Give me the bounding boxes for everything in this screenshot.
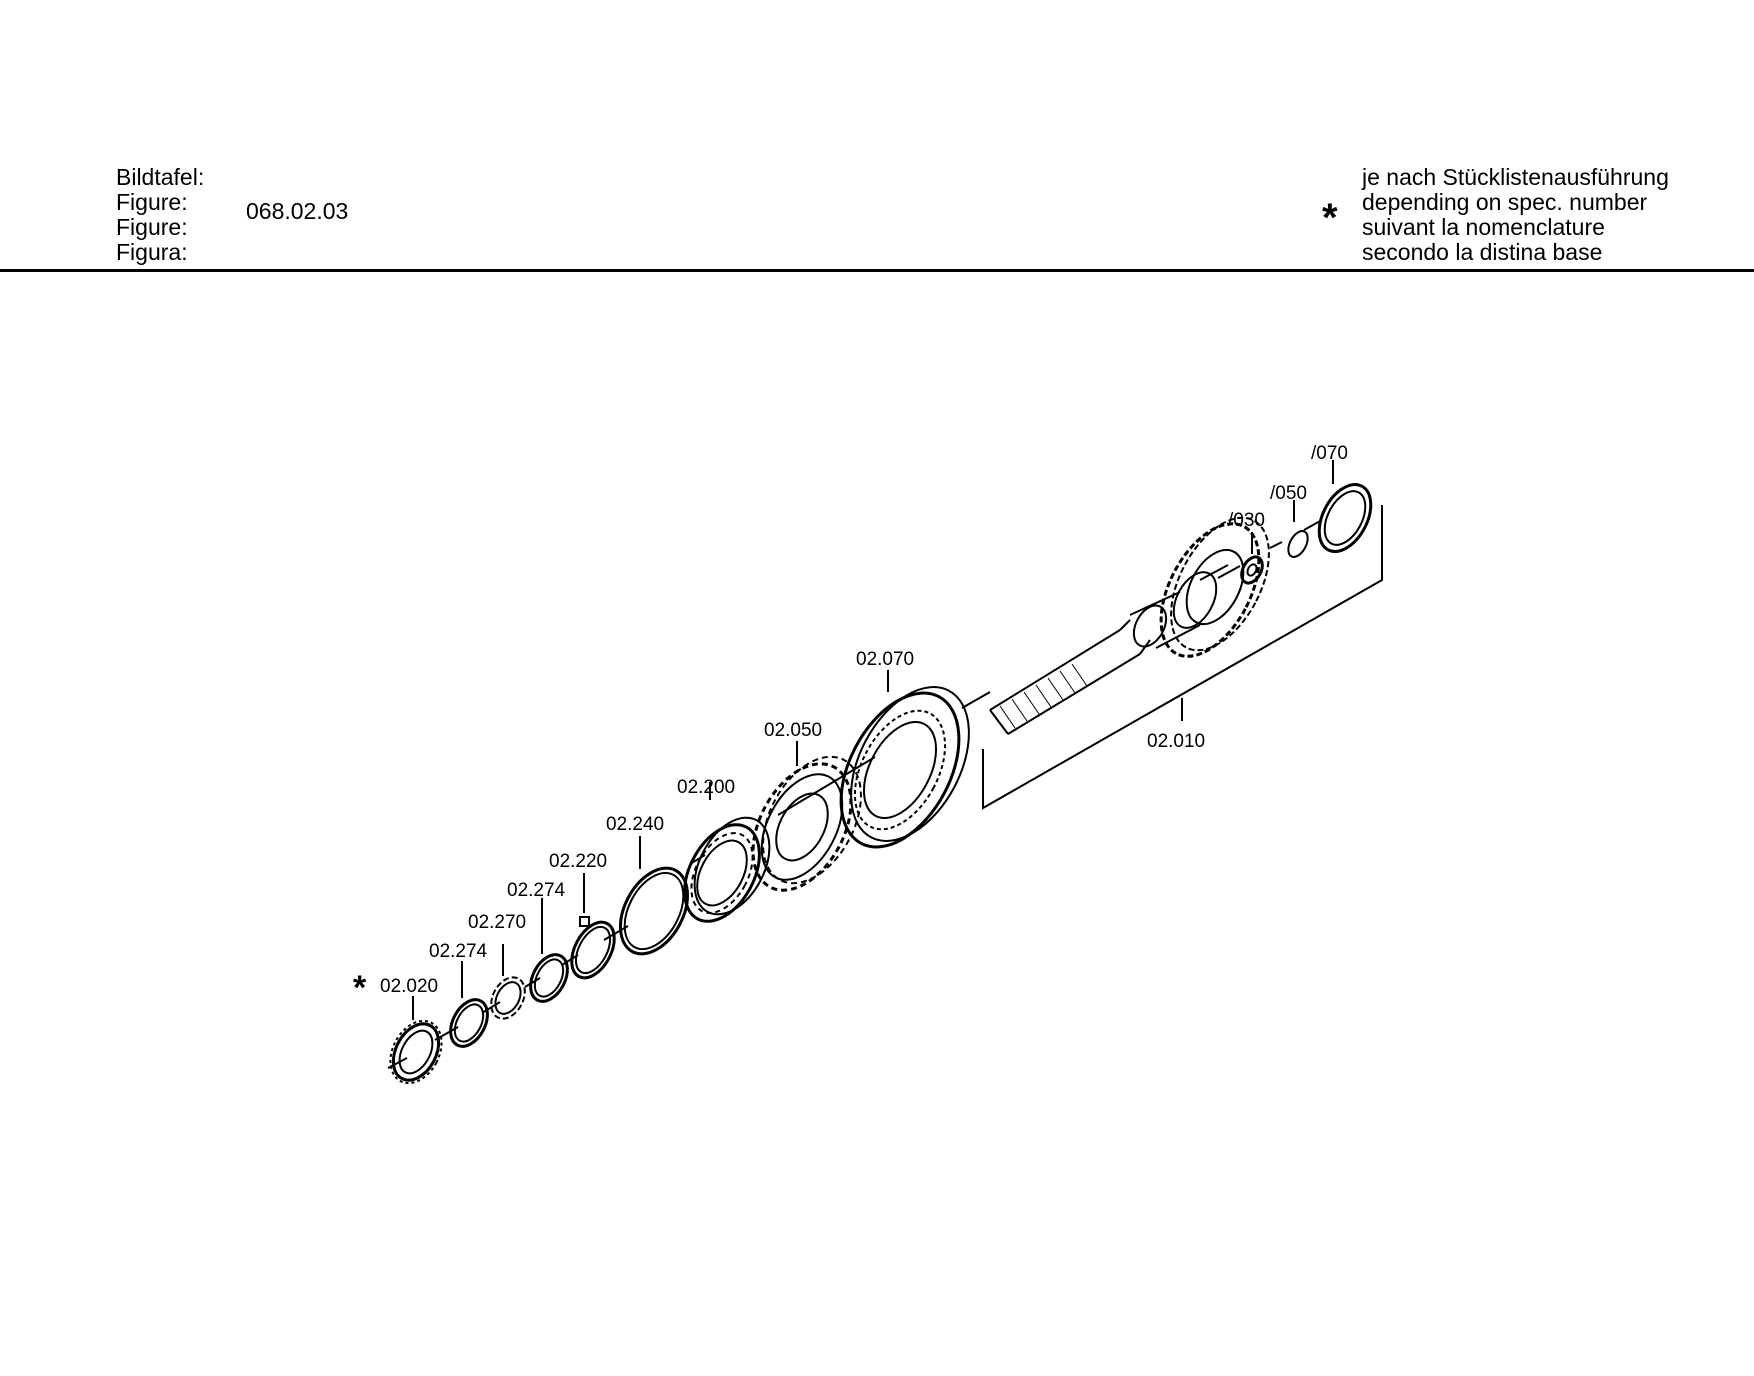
part-050 (1287, 530, 1309, 558)
part-02-050-gear (751, 755, 862, 892)
header-divider (0, 269, 1754, 272)
callout-02-220: 02.220 (549, 851, 607, 872)
part-02-274-ring-a (449, 998, 489, 1048)
callout-02-240: 02.240 (606, 814, 664, 835)
callout-02-010: 02.010 (1147, 731, 1205, 752)
note-line-de: je nach Stücklistenausführung (1362, 164, 1669, 190)
callout-02-070: 02.070 (856, 649, 914, 670)
part-02-274-ring-b (529, 953, 569, 1003)
callout-02-274-b: 02.274 (429, 941, 488, 962)
label-figure-fr: Figure: (116, 214, 188, 240)
part-02-240-shim (619, 866, 689, 956)
label-figura: Figura: (116, 239, 188, 265)
callout-050: /050 (1270, 483, 1307, 504)
part-02-070-ring (839, 686, 970, 849)
note-line-it: secondo la distina base (1362, 239, 1603, 265)
note-line-en: depending on spec. number (1362, 189, 1648, 215)
callout-02-270: 02.270 (468, 912, 526, 933)
asterisk-note-symbol: * (1322, 196, 1338, 240)
callout-02-274-a: 02.274 (507, 880, 566, 901)
leader-lines (412, 460, 1334, 1020)
callout-02-050: 02.050 (764, 720, 822, 741)
axis-line (387, 519, 1323, 1069)
label-figure-en: Figure: (116, 189, 188, 215)
label-bildtafel: Bildtafel: (116, 164, 205, 190)
part-02-270-washer (490, 976, 526, 1020)
part-02-200-bearing (683, 816, 771, 923)
bracket-02-010 (982, 505, 1383, 810)
callout-02-020-asterisk: * (353, 969, 367, 1007)
callout-030: /030 (1228, 510, 1265, 531)
part-070 (1317, 483, 1373, 553)
callout-070: /070 (1311, 443, 1348, 464)
callout-02-020: 02.020 (380, 976, 438, 997)
part-02-220-snap-ring (570, 916, 616, 980)
callout-02-200: 02.200 (677, 777, 735, 798)
part-030 (1240, 555, 1264, 585)
part-02-010-shaft (989, 516, 1270, 735)
figure-number: 068.02.03 (246, 198, 349, 224)
note-line-fr: suivant la nomenclature (1362, 214, 1605, 240)
part-02-020-ring (389, 1019, 443, 1085)
